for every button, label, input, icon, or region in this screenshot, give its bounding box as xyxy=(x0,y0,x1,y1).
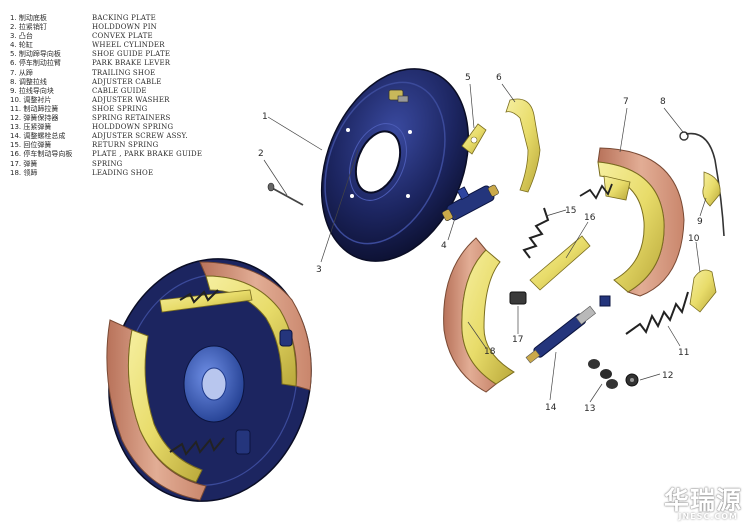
legend-en-label: HOLDDOWN SPRING xyxy=(92,123,174,132)
watermark-main-text: 华瑞源 xyxy=(663,486,742,515)
adjuster-screw-drawing xyxy=(525,295,611,364)
callout-15: 15 xyxy=(565,206,576,216)
legend-row: 17. 弹簧 SPRING xyxy=(10,160,240,169)
callout-17: 17 xyxy=(512,335,523,345)
legend-row: 9. 拉线导向块 CABLE GUIDE xyxy=(10,87,240,96)
legend-row: 12. 弹簧保持器 SPRING RETAINERS xyxy=(10,114,240,123)
legend-row: 2. 拉紧销钉 HOLDDOWN PIN xyxy=(10,23,240,32)
wheel-cylinder-drawing xyxy=(442,184,499,221)
legend-row: 8. 调整拉线 ADJUSTER CABLE xyxy=(10,78,240,87)
legend-cn-label: 14. 调整螺栓总成 xyxy=(10,132,66,141)
legend-en-label: WHEEL CYLINDER xyxy=(92,41,165,50)
legend-row: 10. 调整衬片 ADJUSTER WASHER xyxy=(10,96,240,105)
callout-4: 4 xyxy=(441,241,447,251)
legend-en-label: SHOE SPRING xyxy=(92,104,148,113)
legend-cn-label: 6. 停车制动拉臂 xyxy=(10,59,61,68)
legend-en-label: HOLDDOWN PIN xyxy=(92,23,158,32)
legend-cn-label: 8. 调整拉线 xyxy=(10,77,47,86)
legend-cn-label: 2. 拉紧销钉 xyxy=(10,23,47,32)
legend-cn-label: 10. 调整衬片 xyxy=(10,95,52,104)
legend-cn-label: 15. 回位弹簧 xyxy=(10,141,52,150)
legend-row: 1. 制动底板 BACKING PLATE xyxy=(10,14,240,23)
holddown-spring-drawing xyxy=(588,359,618,389)
callout-8: 8 xyxy=(660,97,666,107)
legend-en-label: CABLE GUIDE xyxy=(92,86,147,95)
callout-12: 12 xyxy=(662,371,673,381)
adjuster-cable-drawing xyxy=(679,131,725,237)
legend-en-label: SPRING xyxy=(92,159,123,168)
callout-10: 10 xyxy=(688,234,700,244)
return-spring-drawing xyxy=(522,183,613,259)
legend-row: 18. 领蹄 LEADING SHOE xyxy=(10,169,240,178)
legend-cn-label: 7. 从蹄 xyxy=(10,68,33,77)
legend-en-label: TRAILING SHOE xyxy=(92,68,156,77)
shoe-guide-plate-drawing xyxy=(461,123,487,155)
legend-row: 13. 压紧弹簧 HOLDDOWN SPRING xyxy=(10,123,240,132)
callout-14: 14 xyxy=(545,403,557,413)
legend-row: 4. 轮缸 WHEEL CYLINDER xyxy=(10,41,240,50)
watermark-logo: 华瑞源 JNESC.COM xyxy=(632,481,742,521)
legend-en-label: SPRING RETAINERS xyxy=(92,114,171,123)
callout-16: 16 xyxy=(584,213,596,223)
assembled-drum-brake-drawing xyxy=(106,258,312,502)
callout-13: 13 xyxy=(584,404,595,414)
callout-labels: 1 2 3 4 5 6 7 8 9 10 11 12 13 14 15 16 1… xyxy=(258,73,703,414)
legend-row: 16. 停车制动导向板 PLATE , PARK BRAKE GUIDE xyxy=(10,150,240,159)
legend-row: 7. 从蹄 TRAILING SHOE xyxy=(10,69,240,78)
legend-en-label: SHOE GUIDE PLATE xyxy=(92,50,171,59)
callout-1: 1 xyxy=(262,112,268,122)
adjuster-washer-drawing xyxy=(689,269,717,313)
legend-row: 6. 停车制动拉臂 PARK BRAKE LEVER xyxy=(10,59,240,68)
legend-en-label: PARK BRAKE LEVER xyxy=(92,59,171,68)
legend-en-label: RETURN SPRING xyxy=(92,141,159,150)
legend-en-label: ADJUSTER SCREW ASSY. xyxy=(92,132,188,141)
trailing-shoe-drawing xyxy=(597,147,685,297)
legend-cn-label: 16. 停车制动导向板 xyxy=(10,150,73,159)
legend-cn-label: 5. 制动蹄导向板 xyxy=(10,50,61,59)
shoe-spring-drawing xyxy=(625,291,689,335)
watermark-url-text: JNESC.COM xyxy=(678,512,738,521)
callout-5: 5 xyxy=(465,73,471,83)
callout-11: 11 xyxy=(678,348,689,358)
callout-6: 6 xyxy=(496,73,502,83)
legend-en-label: ADJUSTER CABLE xyxy=(92,77,162,86)
legend-row: 5. 制动蹄导向板 SHOE GUIDE PLATE xyxy=(10,50,240,59)
legend-cn-label: 1. 制动底板 xyxy=(10,14,47,22)
legend-row: 14. 调整螺栓总成 ADJUSTER SCREW ASSY. xyxy=(10,132,240,141)
legend-en-label: LEADING SHOE xyxy=(92,168,154,177)
callout-2: 2 xyxy=(258,149,264,159)
leading-shoe-drawing xyxy=(443,237,515,393)
cable-guide-drawing xyxy=(702,171,721,207)
legend-cn-label: 3. 凸台 xyxy=(10,32,33,41)
legend-en-label: ADJUSTER WASHER xyxy=(92,95,170,104)
legend-en-label: CONVEX PLATE xyxy=(92,32,153,41)
legend-cn-label: 9. 拉线导向块 xyxy=(10,86,54,95)
spring-retainers-drawing xyxy=(625,373,639,387)
legend-cn-label: 18. 领蹄 xyxy=(10,168,38,177)
legend-en-label: BACKING PLATE xyxy=(92,14,156,22)
legend-cn-label: 11. 制动蹄拉簧 xyxy=(10,104,59,113)
legend-cn-label: 13. 压紧弹簧 xyxy=(10,123,52,132)
legend-en-label: PLATE , PARK BRAKE GUIDE xyxy=(92,150,203,159)
legend-cn-label: 4. 轮缸 xyxy=(10,41,33,50)
callout-3: 3 xyxy=(316,265,322,275)
legend-row: 11. 制动蹄拉簧 SHOE SPRING xyxy=(10,105,240,114)
park-brake-lever-drawing xyxy=(505,98,541,193)
callout-7: 7 xyxy=(623,97,629,107)
holddown-pin-drawing xyxy=(267,182,304,206)
callout-18: 18 xyxy=(484,347,496,357)
leader-lines xyxy=(263,83,707,403)
spring-drawing xyxy=(509,291,527,305)
callout-9: 9 xyxy=(697,217,703,227)
legend-cn-label: 12. 弹簧保持器 xyxy=(10,114,59,123)
legend-row: 15. 回位弹簧 RETURN SPRING xyxy=(10,141,240,150)
backing-plate-drawing xyxy=(320,68,470,262)
legend-row: 3. 凸台 CONVEX PLATE xyxy=(10,32,240,41)
park-brake-guide-plate-drawing xyxy=(529,235,591,291)
legend-cn-label: 17. 弹簧 xyxy=(10,159,38,168)
